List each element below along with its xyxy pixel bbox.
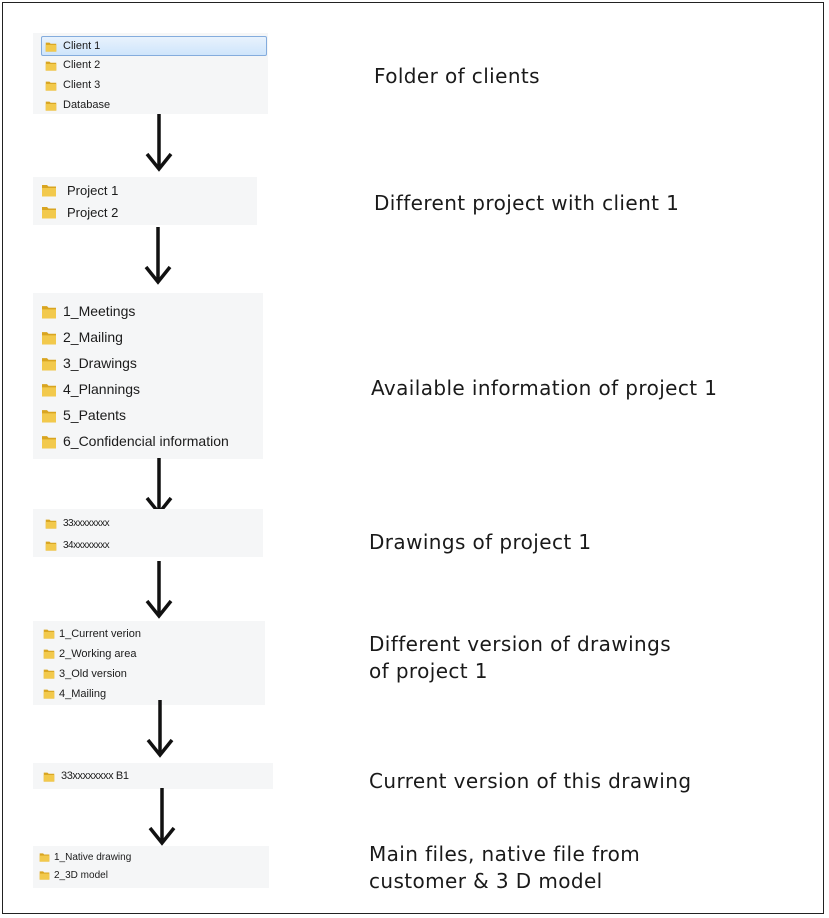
step-description: Available information of project 1: [371, 375, 717, 402]
description-line: Available information of project 1: [371, 376, 718, 400]
description-line: Drawings of project 1: [369, 530, 592, 554]
description-line: Different version of drawings: [369, 632, 672, 656]
folder-icon: [41, 304, 57, 319]
folder-label: 6_Confidencial information: [63, 433, 229, 449]
folder-item[interactable]: 4_Mailing: [43, 684, 106, 703]
folder-label: Project 1: [67, 182, 119, 198]
folder-icon: [41, 205, 57, 219]
folder-icon: [41, 183, 57, 197]
folder-item[interactable]: Project 1: [41, 179, 118, 201]
folder-icon: [45, 41, 57, 52]
step-description: Different project with client 1: [374, 190, 679, 217]
step-description: Main files, native file from customer & …: [369, 841, 640, 895]
folder-icon: [43, 688, 55, 699]
folder-icon: [43, 648, 55, 659]
folder-item[interactable]: 5_Patents: [41, 403, 126, 427]
folder-label: 1_Native drawing: [54, 851, 132, 863]
folder-panel-main-files: [33, 846, 269, 888]
description-line: Different project with client 1: [374, 191, 680, 215]
folder-item[interactable]: 33xxxxxxxx B1: [43, 766, 129, 786]
folder-icon: [43, 628, 55, 639]
folder-item[interactable]: 3_Drawings: [41, 351, 137, 375]
description-line: Main files, native file from: [369, 842, 641, 866]
folder-label: Client 3: [63, 79, 101, 91]
step-description: Current version of this drawing: [369, 768, 691, 795]
folder-icon: [45, 60, 57, 71]
folder-item[interactable]: 4_Plannings: [41, 377, 140, 401]
description-line: customer & 3 D model: [369, 869, 603, 893]
folder-icon: [41, 434, 57, 449]
description-line: Current version of this drawing: [369, 769, 692, 793]
folder-item[interactable]: Client 1: [41, 36, 267, 56]
folder-item[interactable]: 34xxxxxxxx: [45, 535, 110, 555]
description-line: Folder of clients: [374, 64, 540, 88]
folder-icon: [45, 518, 57, 529]
folder-label: 1_Meetings: [63, 303, 136, 319]
folder-icon: [45, 540, 57, 551]
folder-label: 2_Working area: [59, 647, 137, 660]
arrow-down-icon: [144, 227, 172, 285]
folder-label: Database: [63, 99, 111, 111]
folder-item[interactable]: 2_Working area: [43, 644, 136, 663]
folder-label: 5_Patents: [63, 407, 127, 423]
folder-label: 2_3D model: [54, 869, 108, 881]
folder-item[interactable]: Client 2: [45, 56, 100, 74]
folder-label: 4_Plannings: [63, 381, 141, 397]
folder-icon: [43, 771, 55, 782]
folder-panel-projects: [33, 177, 257, 225]
folder-icon: [41, 356, 57, 371]
folder-label: 33xxxxxxxx: [63, 517, 110, 529]
description-line: of project 1: [369, 659, 488, 683]
step-description: Different version of drawings of project…: [369, 631, 671, 685]
step-description: Folder of clients: [374, 63, 540, 90]
folder-panel-versions: [33, 621, 265, 705]
folder-icon: [45, 100, 57, 111]
folder-item[interactable]: 6_Confidencial information: [41, 429, 229, 453]
folder-panel-drawings: [33, 509, 263, 557]
folder-icon: [45, 80, 57, 91]
folder-icon: [41, 330, 57, 345]
folder-item[interactable]: 2_Mailing: [41, 325, 123, 349]
folder-item[interactable]: Database: [45, 96, 110, 114]
folder-panel-current-version: [33, 763, 273, 789]
folder-item[interactable]: 3_Old version: [43, 664, 127, 683]
folder-label: Project 2: [67, 204, 119, 220]
folder-label: Client 1: [63, 40, 101, 52]
step-description: Drawings of project 1: [369, 529, 591, 556]
folder-item[interactable]: Client 3: [45, 76, 100, 94]
arrow-down-icon: [145, 114, 173, 172]
folder-label: 1_Current verion: [59, 627, 141, 640]
folder-icon: [39, 852, 50, 862]
arrow-down-icon: [145, 458, 173, 516]
folder-label: 34xxxxxxxx: [63, 539, 110, 551]
folder-label: 3_Old version: [59, 667, 127, 680]
folder-label: 3_Drawings: [63, 355, 137, 371]
folder-item[interactable]: Project 2: [41, 201, 118, 223]
folder-item[interactable]: 1_Current verion: [43, 624, 141, 643]
folder-label: 33xxxxxxxx B1: [61, 770, 129, 782]
folder-item[interactable]: 1_Meetings: [41, 299, 135, 323]
folder-item[interactable]: 33xxxxxxxx: [45, 513, 110, 533]
folder-icon: [43, 668, 55, 679]
folder-icon: [41, 382, 57, 397]
folder-item[interactable]: 2_3D model: [39, 866, 108, 884]
folder-panel-project-info: [33, 293, 263, 459]
folder-label: Client 2: [63, 59, 101, 71]
arrow-down-icon: [145, 561, 173, 619]
arrow-down-icon: [148, 788, 176, 846]
folder-label: 2_Mailing: [63, 329, 123, 345]
arrow-down-icon: [146, 700, 174, 758]
folder-icon: [39, 870, 50, 880]
folder-item[interactable]: 1_Native drawing: [39, 848, 131, 866]
folder-label: 4_Mailing: [59, 687, 107, 700]
folder-icon: [41, 408, 57, 423]
